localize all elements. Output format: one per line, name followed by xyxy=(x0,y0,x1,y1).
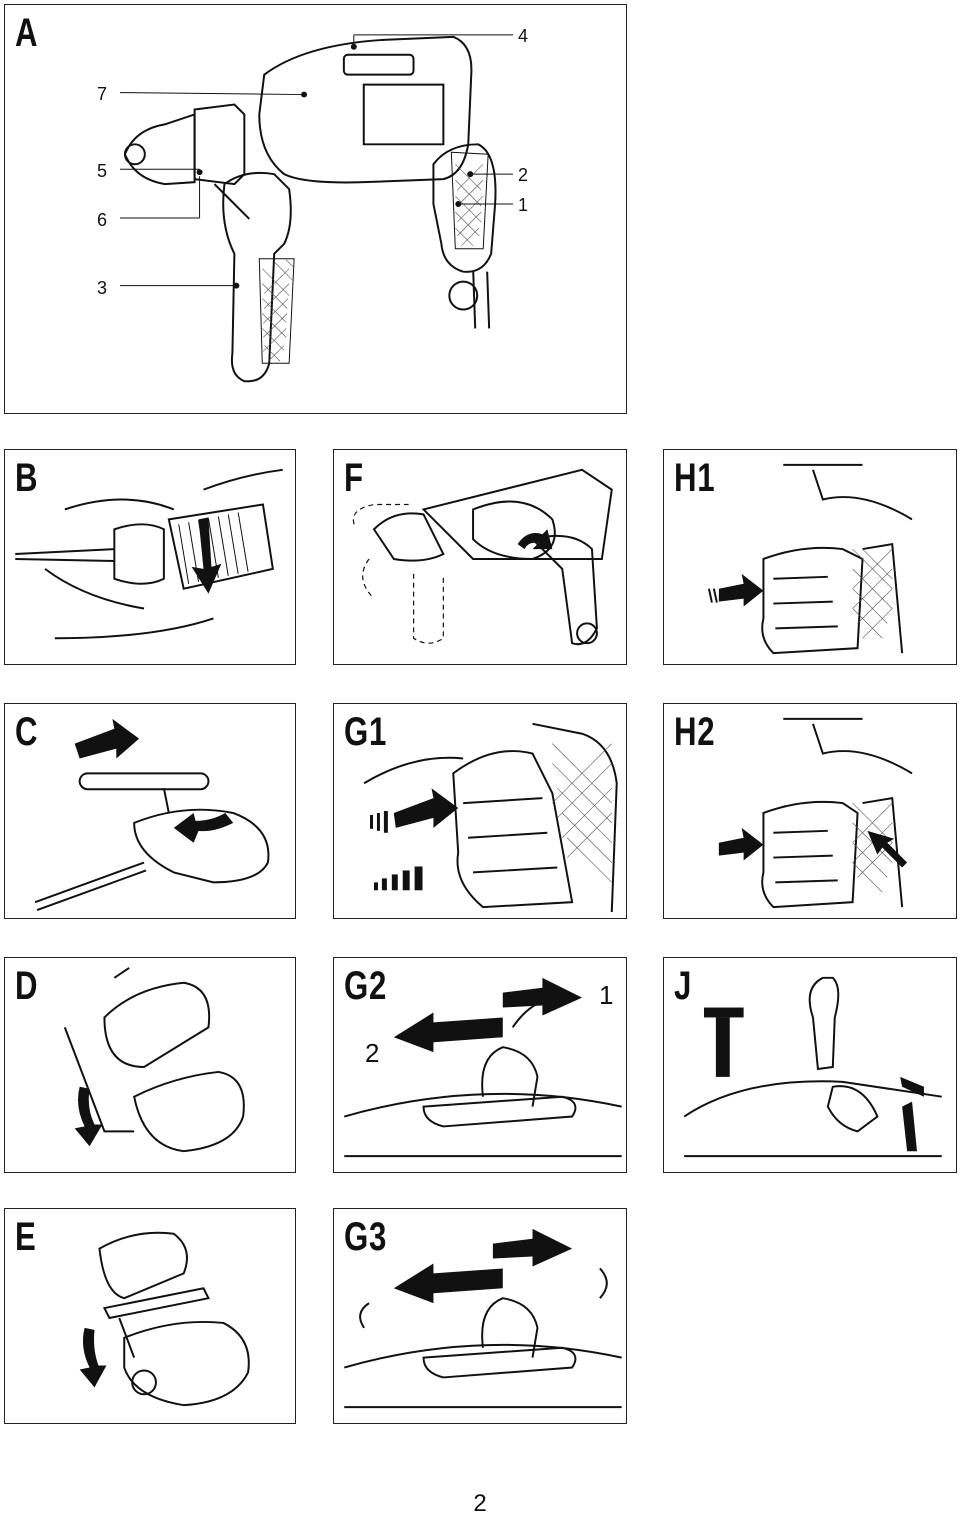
figure-panel-c: C xyxy=(4,703,296,919)
callout-4: 4 xyxy=(518,26,529,46)
panel-label-g2: G2 xyxy=(344,964,388,1008)
page-number: 2 xyxy=(473,1490,487,1517)
figure-panel-a: A 4 7 5 2 1 6 3 xyxy=(4,4,627,414)
panel-label-h1: H1 xyxy=(674,456,716,500)
direction-number-1: 1 xyxy=(599,980,614,1010)
side-handle-rotation-illustration xyxy=(352,468,613,646)
trigger-lock-illustration-2 xyxy=(718,717,913,909)
callout-2: 2 xyxy=(518,165,529,185)
figure-panel-b: B xyxy=(4,449,296,665)
chuck-tightening-illustration xyxy=(15,468,283,640)
figure-panel-d: D xyxy=(4,957,296,1173)
figure-panel-j: J xyxy=(663,957,957,1173)
drill-overview-illustration xyxy=(119,34,514,383)
trigger-lock-illustration-1 xyxy=(707,463,913,655)
figure-panel-g1: G1 xyxy=(333,703,627,919)
panel-label-j: J xyxy=(674,964,693,1008)
direction-number-2: 2 xyxy=(365,1038,380,1068)
figure-panel-h1: H1 xyxy=(663,449,957,665)
panel-label-h2: H2 xyxy=(674,710,716,754)
figure-panel-f: F xyxy=(333,449,627,665)
direction-switch-illustration xyxy=(343,977,622,1158)
figure-panel-h2: H2 xyxy=(663,703,957,919)
panel-label-c: C xyxy=(15,710,39,754)
callout-1: 1 xyxy=(518,195,529,215)
panel-label-f: F xyxy=(344,456,364,500)
mode-selector-illustration xyxy=(683,976,942,1158)
speed-control-illustration xyxy=(363,722,618,913)
chuck-removal-with-key-illustration xyxy=(79,1231,250,1407)
panel-label-d: D xyxy=(15,964,39,1008)
callout-5: 5 xyxy=(97,161,108,181)
panel-label-g1: G1 xyxy=(344,710,388,754)
hex-key-chuck-removal-illustration xyxy=(63,967,245,1153)
figure-panel-g3: G3 xyxy=(333,1208,627,1424)
panel-label-a: A xyxy=(15,11,39,55)
callout-7: 7 xyxy=(97,84,108,104)
chuck-key-illustration xyxy=(34,718,270,912)
figure-panel-e: E xyxy=(4,1208,296,1424)
callout-6: 6 xyxy=(97,210,108,230)
panel-label-b: B xyxy=(15,456,39,500)
direction-switch-center-illustration xyxy=(343,1228,622,1409)
callout-3: 3 xyxy=(97,278,108,298)
panel-label-g3: G3 xyxy=(344,1215,388,1259)
panel-label-e: E xyxy=(15,1215,37,1259)
figure-panel-g2: G2 1 2 xyxy=(333,957,627,1173)
